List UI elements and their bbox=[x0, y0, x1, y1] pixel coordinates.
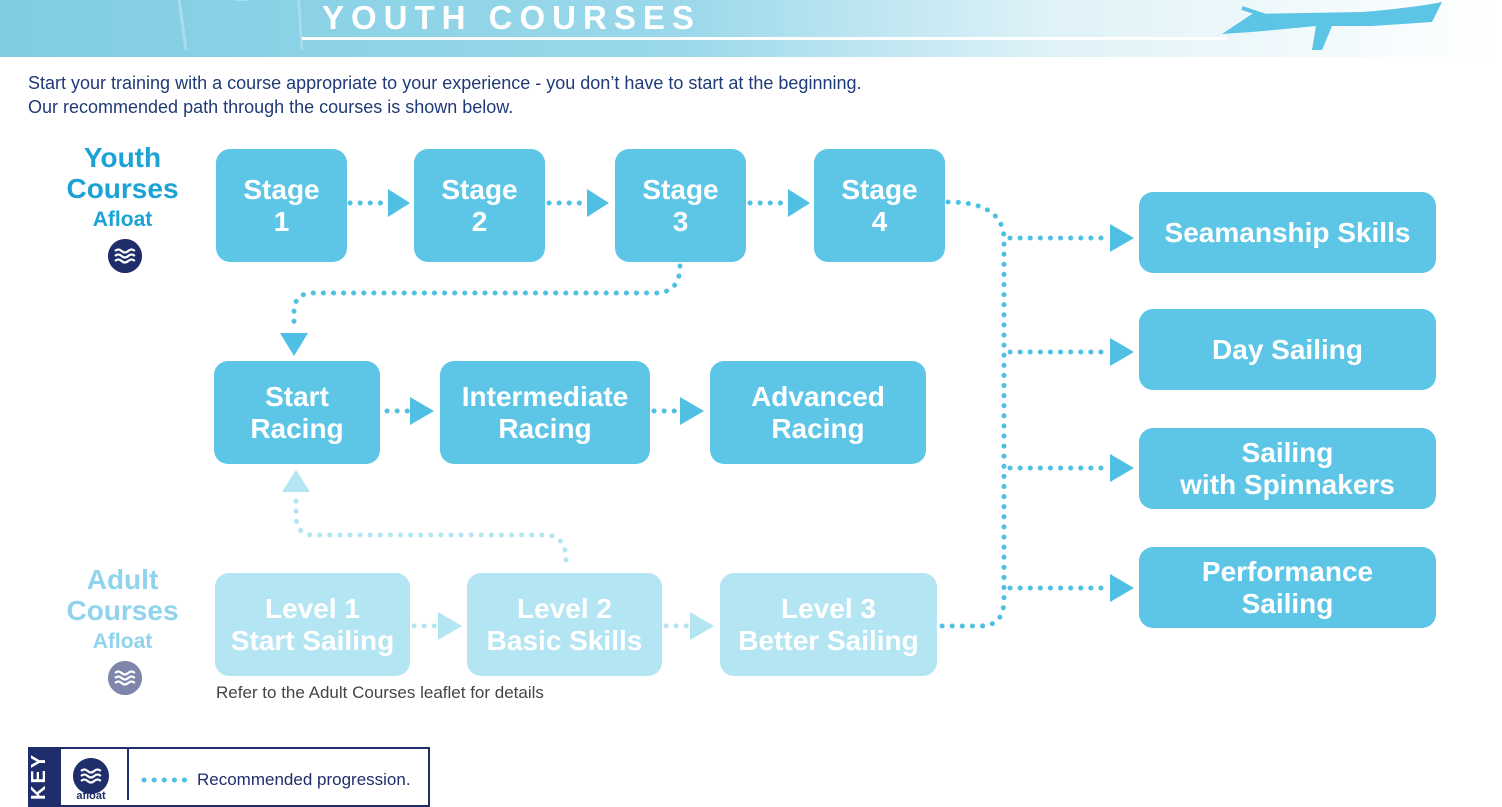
header-underline bbox=[302, 37, 1227, 40]
intro-text: Start your training with a course approp… bbox=[28, 71, 861, 119]
start-racing-label: Start Racing bbox=[250, 380, 344, 444]
sailing-with-spinnakers-label: Sailing with Spinnakers bbox=[1180, 436, 1395, 500]
arrowhead bbox=[410, 397, 434, 425]
advanced-racing-box: Advanced Racing bbox=[710, 361, 926, 464]
connector-stage4-trunk bbox=[939, 199, 1007, 629]
wave-icon bbox=[108, 661, 142, 695]
level-2-box: Level 2 Basic Skills bbox=[467, 573, 662, 676]
performance-sailing-box: Performance Sailing bbox=[1139, 547, 1436, 628]
arrowhead bbox=[280, 333, 308, 356]
stage-4-label: Stage 4 bbox=[841, 173, 918, 237]
arrowhead bbox=[438, 612, 462, 640]
arrowhead bbox=[1110, 574, 1134, 602]
arrowhead bbox=[1110, 224, 1134, 252]
arrowhead bbox=[690, 612, 714, 640]
arrowhead bbox=[680, 397, 704, 425]
adult-section-title: Adult Courses bbox=[66, 564, 179, 626]
aircraft-icon bbox=[1222, 2, 1442, 50]
stage-1-label: Stage 1 bbox=[243, 173, 320, 237]
arrowhead bbox=[1110, 454, 1134, 482]
level-1-box: Level 1 Start Sailing bbox=[215, 573, 410, 676]
seamanship-skills-label: Seamanship Skills bbox=[1164, 216, 1411, 248]
wave-icon bbox=[108, 239, 142, 273]
stage-1-box: Stage 1 bbox=[216, 149, 347, 262]
stage-2-label: Stage 2 bbox=[441, 173, 518, 237]
level-1-label: Level 1 Start Sailing bbox=[230, 592, 395, 656]
youth-section-label: Youth Courses Afloat bbox=[60, 142, 185, 236]
wave-icon bbox=[73, 758, 109, 794]
connector-level2-start-racing bbox=[293, 497, 569, 563]
stage-4-box: Stage 4 bbox=[814, 149, 945, 262]
logo-icon bbox=[178, 0, 304, 50]
advanced-racing-label: Advanced Racing bbox=[751, 380, 885, 444]
performance-sailing-label: Performance Sailing bbox=[1201, 555, 1374, 619]
arrowhead bbox=[1110, 338, 1134, 366]
adult-section-subtitle: Afloat bbox=[92, 630, 153, 653]
key-description: Recommended progression. bbox=[197, 770, 411, 789]
page-title: YOUTH COURSES bbox=[322, 0, 701, 36]
seamanship-skills-box: Seamanship Skills bbox=[1139, 192, 1436, 273]
adult-courses-note: Refer to the Adult Courses leaflet for d… bbox=[216, 683, 544, 702]
start-racing-box: Start Racing bbox=[214, 361, 380, 464]
arrowhead bbox=[388, 189, 410, 217]
connector-stage3-start-racing bbox=[291, 263, 683, 331]
arrowhead bbox=[587, 189, 609, 217]
intro-line-1: Start your training with a course approp… bbox=[28, 73, 862, 93]
key-icon-label: afloat bbox=[76, 790, 106, 802]
stage-3-label: Stage 3 bbox=[642, 173, 719, 237]
arrowhead bbox=[788, 189, 810, 217]
intermediate-racing-box: Intermediate Racing bbox=[440, 361, 650, 464]
stage-3-box: Stage 3 bbox=[615, 149, 746, 262]
intermediate-racing-label: Intermediate Racing bbox=[461, 380, 629, 444]
youth-section-title: Youth Courses bbox=[66, 142, 179, 204]
dotted-line-icon bbox=[141, 777, 191, 783]
key-divider bbox=[127, 747, 129, 800]
adult-section-label: Adult Courses Afloat bbox=[60, 564, 185, 658]
level-3-label: Level 3 Better Sailing bbox=[738, 592, 919, 656]
day-sailing-label: Day Sailing bbox=[1212, 333, 1363, 365]
sailing-with-spinnakers-box: Sailing with Spinnakers bbox=[1139, 428, 1436, 509]
level-3-box: Level 3 Better Sailing bbox=[720, 573, 937, 676]
key-tab bbox=[28, 747, 61, 807]
arrowhead bbox=[282, 470, 310, 492]
level-2-label: Level 2 Basic Skills bbox=[486, 592, 643, 656]
youth-section-subtitle: Afloat bbox=[92, 208, 153, 231]
intro-line-2: Our recommended path through the courses… bbox=[28, 97, 514, 117]
day-sailing-box: Day Sailing bbox=[1139, 309, 1436, 390]
key-tab-label: KEY bbox=[28, 752, 50, 800]
stage-2-box: Stage 2 bbox=[414, 149, 545, 262]
